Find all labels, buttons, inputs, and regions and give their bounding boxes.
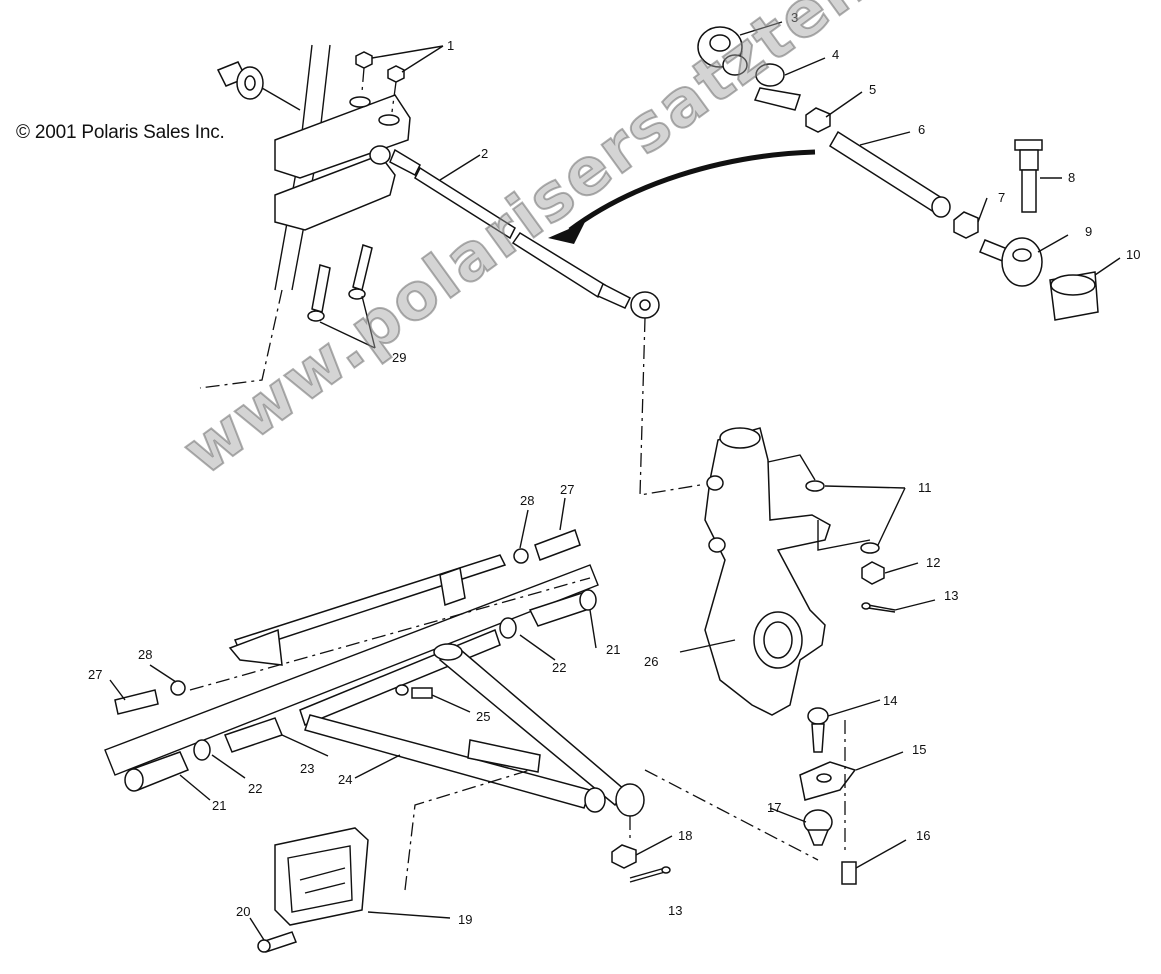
callout-16: 16 — [916, 828, 930, 843]
callout-13-bottom: 13 — [668, 903, 682, 918]
cotter-pin-13-bottom — [629, 866, 671, 883]
callout-13-top: 13 — [944, 588, 958, 603]
callout-19: 19 — [458, 912, 472, 927]
callout-9: 9 — [1085, 224, 1092, 239]
cotter-pin-13-top — [861, 602, 896, 613]
nuts-1 — [355, 51, 405, 113]
ball-joint-housing — [611, 769, 819, 869]
callout-29: 29 — [392, 350, 406, 365]
washers-11 — [767, 454, 880, 554]
callout-14: 14 — [883, 693, 897, 708]
callout-17: 17 — [767, 800, 781, 815]
callout-3: 3 — [791, 10, 798, 25]
callout-26: 26 — [644, 654, 658, 669]
callout-12: 12 — [926, 555, 940, 570]
nut-12 — [861, 561, 885, 585]
a-arm-tubes — [299, 629, 626, 813]
callout-1: 1 — [447, 38, 454, 53]
callout-numbers: 1 2 3 4 5 6 7 8 9 10 11 12 13 13 14 15 1… — [88, 10, 1140, 927]
callout-8: 8 — [1068, 170, 1075, 185]
callout-25: 25 — [476, 709, 490, 724]
callout-18: 18 — [678, 828, 692, 843]
callout-27-top: 27 — [560, 482, 574, 497]
bushings-21-22 — [124, 589, 597, 792]
callout-24: 24 — [338, 772, 352, 787]
callout-21-left: 21 — [212, 798, 226, 813]
tie-rod-end-left — [216, 61, 301, 111]
callout-11: 11 — [918, 480, 932, 495]
a-arm-frame-outline — [104, 564, 599, 776]
callout-23: 23 — [300, 761, 314, 776]
callout-15: 15 — [912, 742, 926, 757]
copyright-notice: © 2001 Polaris Sales Inc. — [16, 122, 225, 143]
callout-21-right: 21 — [606, 642, 620, 657]
grease-fitting-25 — [395, 684, 433, 699]
callout-6: 6 — [918, 122, 925, 137]
tie-rod-exploded — [697, 26, 1099, 321]
callout-28-top: 28 — [520, 493, 534, 508]
a-arm-upper-bracket — [228, 554, 507, 666]
ball-joint-14-17 — [799, 707, 857, 885]
direction-arrow — [548, 149, 816, 244]
skid-plate-19 — [274, 827, 369, 926]
callout-28-left: 28 — [138, 647, 152, 662]
callout-7: 7 — [998, 190, 1005, 205]
tie-rod-2 — [369, 145, 701, 496]
callout-10: 10 — [1126, 247, 1140, 262]
callout-22-left: 22 — [248, 781, 262, 796]
callout-2: 2 — [481, 146, 488, 161]
steering-post — [199, 44, 411, 389]
bolts-29 — [307, 244, 373, 322]
screw-20 — [257, 931, 297, 953]
bolts-27-28 — [114, 529, 581, 715]
spindle-26 — [704, 427, 831, 716]
callout-22-right: 22 — [552, 660, 566, 675]
leader-lines — [109, 21, 1121, 941]
bolt-8 — [1014, 139, 1043, 213]
callout-27-left: 27 — [88, 667, 102, 682]
callout-5: 5 — [869, 82, 876, 97]
callout-4: 4 — [832, 47, 839, 62]
callout-20: 20 — [236, 904, 250, 919]
center-line — [404, 769, 531, 891]
